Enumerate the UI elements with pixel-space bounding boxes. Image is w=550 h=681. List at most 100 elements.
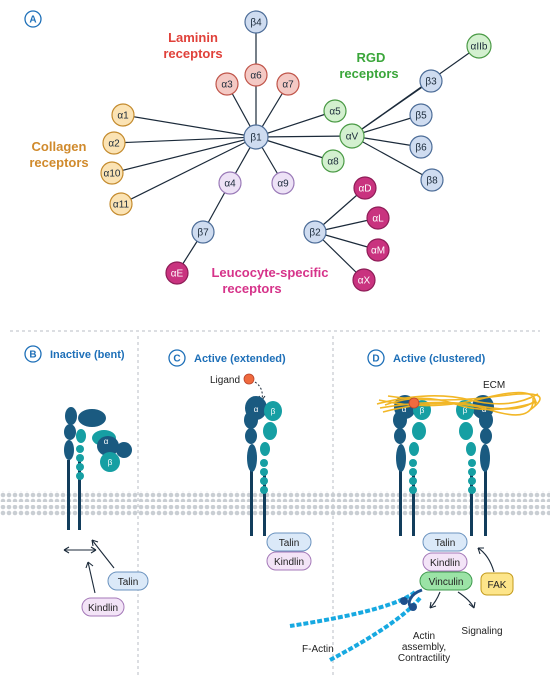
node-a5: α5 — [323, 99, 347, 123]
laminin-label-line1: Laminin — [168, 30, 218, 45]
svg-text:Kindlin: Kindlin — [88, 603, 118, 614]
panel-b-title: Inactive (bent) — [50, 349, 125, 361]
svg-text:Vinculin: Vinculin — [429, 577, 464, 588]
talin-pill-c: Talin — [266, 532, 312, 552]
svg-text:α11: α11 — [113, 200, 130, 211]
node-b6: β6 — [409, 135, 433, 159]
kindlin-pill-b: Kindlin — [81, 597, 125, 617]
node-aV: αV — [339, 123, 365, 149]
svg-text:α9: α9 — [277, 179, 289, 190]
kindlin-pill-d: Kindlin — [422, 552, 468, 572]
extended-alpha-label: α — [254, 405, 259, 414]
node-aL: αL — [366, 206, 390, 230]
node-a2: α2 — [102, 131, 126, 155]
extended-integrin: α β — [244, 396, 282, 536]
bent-alpha-label: α — [104, 437, 109, 446]
fak-badge: FAK — [480, 572, 514, 596]
ligand-arrow — [254, 381, 263, 401]
svg-text:α5: α5 — [329, 107, 341, 118]
ligand-dot — [243, 373, 255, 385]
svg-text:Kindlin: Kindlin — [430, 558, 460, 569]
rgd-label-line1: RGD — [357, 50, 386, 65]
panel-b-arrows — [63, 539, 115, 594]
actin-label-line2: assembly, — [402, 642, 446, 653]
panel-d-badge — [367, 349, 385, 367]
kindlin-pill-c: Kindlin — [266, 551, 312, 571]
node-b4: β4 — [244, 10, 268, 34]
svg-text:β: β — [420, 406, 425, 415]
svg-text:Talin: Talin — [279, 538, 300, 549]
node-b7: β7 — [191, 220, 215, 244]
panel-a-badge — [24, 10, 42, 28]
svg-text:αV: αV — [346, 132, 359, 143]
svg-text:α2: α2 — [108, 139, 120, 150]
panel-b-letter: B — [29, 350, 36, 361]
laminin-label-line2: receptors — [163, 46, 222, 61]
talin-pill-b: Talin — [107, 571, 149, 591]
svg-text:β7: β7 — [197, 228, 209, 239]
ecm-label: ECM — [483, 380, 505, 391]
svg-text:β8: β8 — [426, 176, 438, 187]
svg-text:β5: β5 — [415, 111, 427, 122]
panel-d: D Active (clustered) α β — [289, 349, 541, 664]
panel-c-badge — [168, 349, 186, 367]
svg-text:β3: β3 — [425, 77, 437, 88]
svg-text:α10: α10 — [104, 169, 121, 180]
panel-d-letter: D — [372, 354, 379, 365]
svg-text:α8: α8 — [327, 157, 339, 168]
signaling-arrow — [457, 591, 475, 609]
leucocyte-label-line2: receptors — [222, 281, 281, 296]
extended-beta-label: β — [271, 407, 276, 416]
panel-b: B Inactive (bent) α β — [24, 345, 149, 617]
panel-c: C Active (extended) Ligand α β — [168, 349, 312, 571]
svg-text:αX: αX — [358, 276, 371, 287]
node-b8: β8 — [420, 168, 444, 192]
node-a3: α3 — [215, 72, 239, 96]
actin-arrow — [429, 591, 441, 609]
node-a10: α10 — [100, 161, 124, 185]
panel-a: A Laminin — [24, 10, 492, 296]
leucocyte-label-line1: Leucocyte-specific — [211, 265, 328, 280]
node-aD: αD — [353, 176, 377, 200]
panel-d-title: Active (clustered) — [393, 353, 486, 365]
svg-text:α3: α3 — [221, 80, 233, 91]
signaling-label: Signaling — [461, 626, 502, 637]
svg-text:β4: β4 — [250, 18, 262, 29]
panel-c-title: Active (extended) — [194, 353, 286, 365]
f-actin-label: F-Actin — [302, 644, 334, 655]
fak-arrow — [477, 547, 495, 573]
svg-text:β: β — [463, 406, 468, 415]
talin-pill-d: Talin — [422, 532, 468, 552]
vinculin-pill: Vinculin — [419, 571, 473, 591]
actin-label-line1: Actin — [413, 631, 435, 642]
svg-text:Kindlin: Kindlin — [274, 557, 304, 568]
panel-c-letter: C — [173, 354, 180, 365]
svg-text:Talin: Talin — [118, 577, 139, 588]
node-aM: αM — [366, 238, 390, 262]
f-actin — [289, 588, 423, 662]
svg-text:FAK: FAK — [488, 580, 507, 591]
svg-text:α7: α7 — [282, 80, 294, 91]
svg-text:αIIb: αIIb — [471, 42, 488, 53]
node-b2: β2 — [303, 220, 327, 244]
panel-b-badge — [24, 345, 42, 363]
svg-text:β6: β6 — [415, 143, 427, 154]
svg-text:β2: β2 — [309, 228, 321, 239]
node-a8: α8 — [321, 149, 345, 173]
cell-membrane — [0, 491, 550, 516]
node-aE: αE — [165, 261, 189, 285]
svg-text:Talin: Talin — [435, 538, 456, 549]
rgd-label-line2: receptors — [339, 66, 398, 81]
node-aX: αX — [352, 268, 376, 292]
svg-text:α: α — [402, 405, 407, 414]
bent-integrin: α β — [64, 407, 132, 530]
ligand-label: Ligand — [210, 375, 240, 386]
panel-a-letter: A — [29, 15, 36, 26]
ecm-ligand-dot — [408, 397, 420, 409]
node-b3: β3 — [419, 69, 443, 93]
node-a4: α4 — [218, 171, 242, 195]
bent-beta-label: β — [108, 458, 113, 467]
node-a9: α9 — [271, 171, 295, 195]
node-aIIb: αIIb — [466, 33, 492, 59]
